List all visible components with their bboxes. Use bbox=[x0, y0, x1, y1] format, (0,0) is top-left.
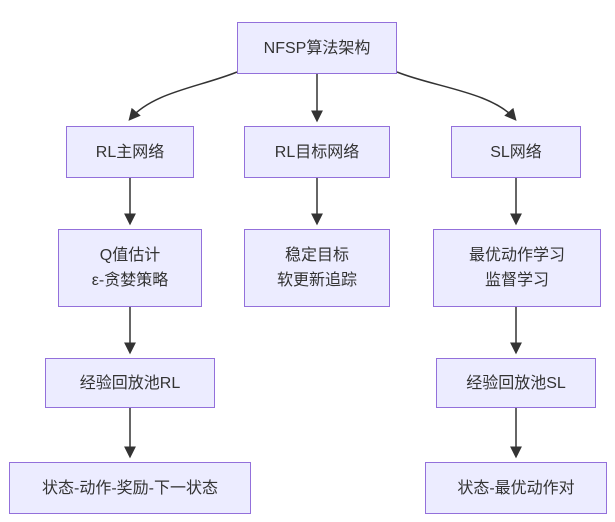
node-label-line1: 最优动作学习 bbox=[468, 247, 565, 264]
node-label: 经验回放池SL bbox=[466, 374, 566, 392]
node-label-line2: 监督学习 bbox=[484, 272, 549, 289]
node-label-line1: Q值估计 bbox=[99, 247, 161, 264]
edge-root-to-sl-net bbox=[396, 71, 517, 121]
node-label: 经验回放池RL bbox=[79, 374, 181, 392]
node-rl-target-network: RL目标网络 bbox=[244, 126, 390, 178]
node-replay-buffer-sl: 经验回放池SL bbox=[436, 358, 596, 408]
node-nfsp-root: NFSP算法架构 bbox=[237, 22, 397, 74]
node-sl-network: SL网络 bbox=[451, 126, 581, 178]
node-label-line2: 软更新追踪 bbox=[276, 272, 357, 289]
node-state-action-reward-next: 状态-动作-奖励-下一状态 bbox=[9, 462, 251, 514]
node-label: NFSP算法架构 bbox=[263, 39, 371, 57]
node-label: 状态-动作-奖励-下一状态 bbox=[42, 479, 218, 497]
node-label: 状态-最优动作对 bbox=[457, 479, 575, 497]
node-state-best-action-pair: 状态-最优动作对 bbox=[425, 462, 607, 514]
node-label: RL目标网络 bbox=[274, 143, 360, 161]
edge-root-to-rl-main bbox=[128, 71, 238, 121]
node-optimal-action-learning: 最优动作学习 监督学习 bbox=[433, 229, 601, 307]
node-stable-target: 稳定目标 软更新追踪 bbox=[244, 229, 390, 307]
node-label-line2: ε-贪婪策略 bbox=[91, 272, 169, 289]
node-label-line1: 稳定目标 bbox=[284, 247, 349, 264]
node-rl-main-network: RL主网络 bbox=[66, 126, 194, 178]
node-label: SL网络 bbox=[490, 143, 542, 161]
node-replay-buffer-rl: 经验回放池RL bbox=[45, 358, 215, 408]
node-q-estimate: Q值估计 ε-贪婪策略 bbox=[58, 229, 202, 307]
node-label: RL主网络 bbox=[95, 143, 165, 161]
